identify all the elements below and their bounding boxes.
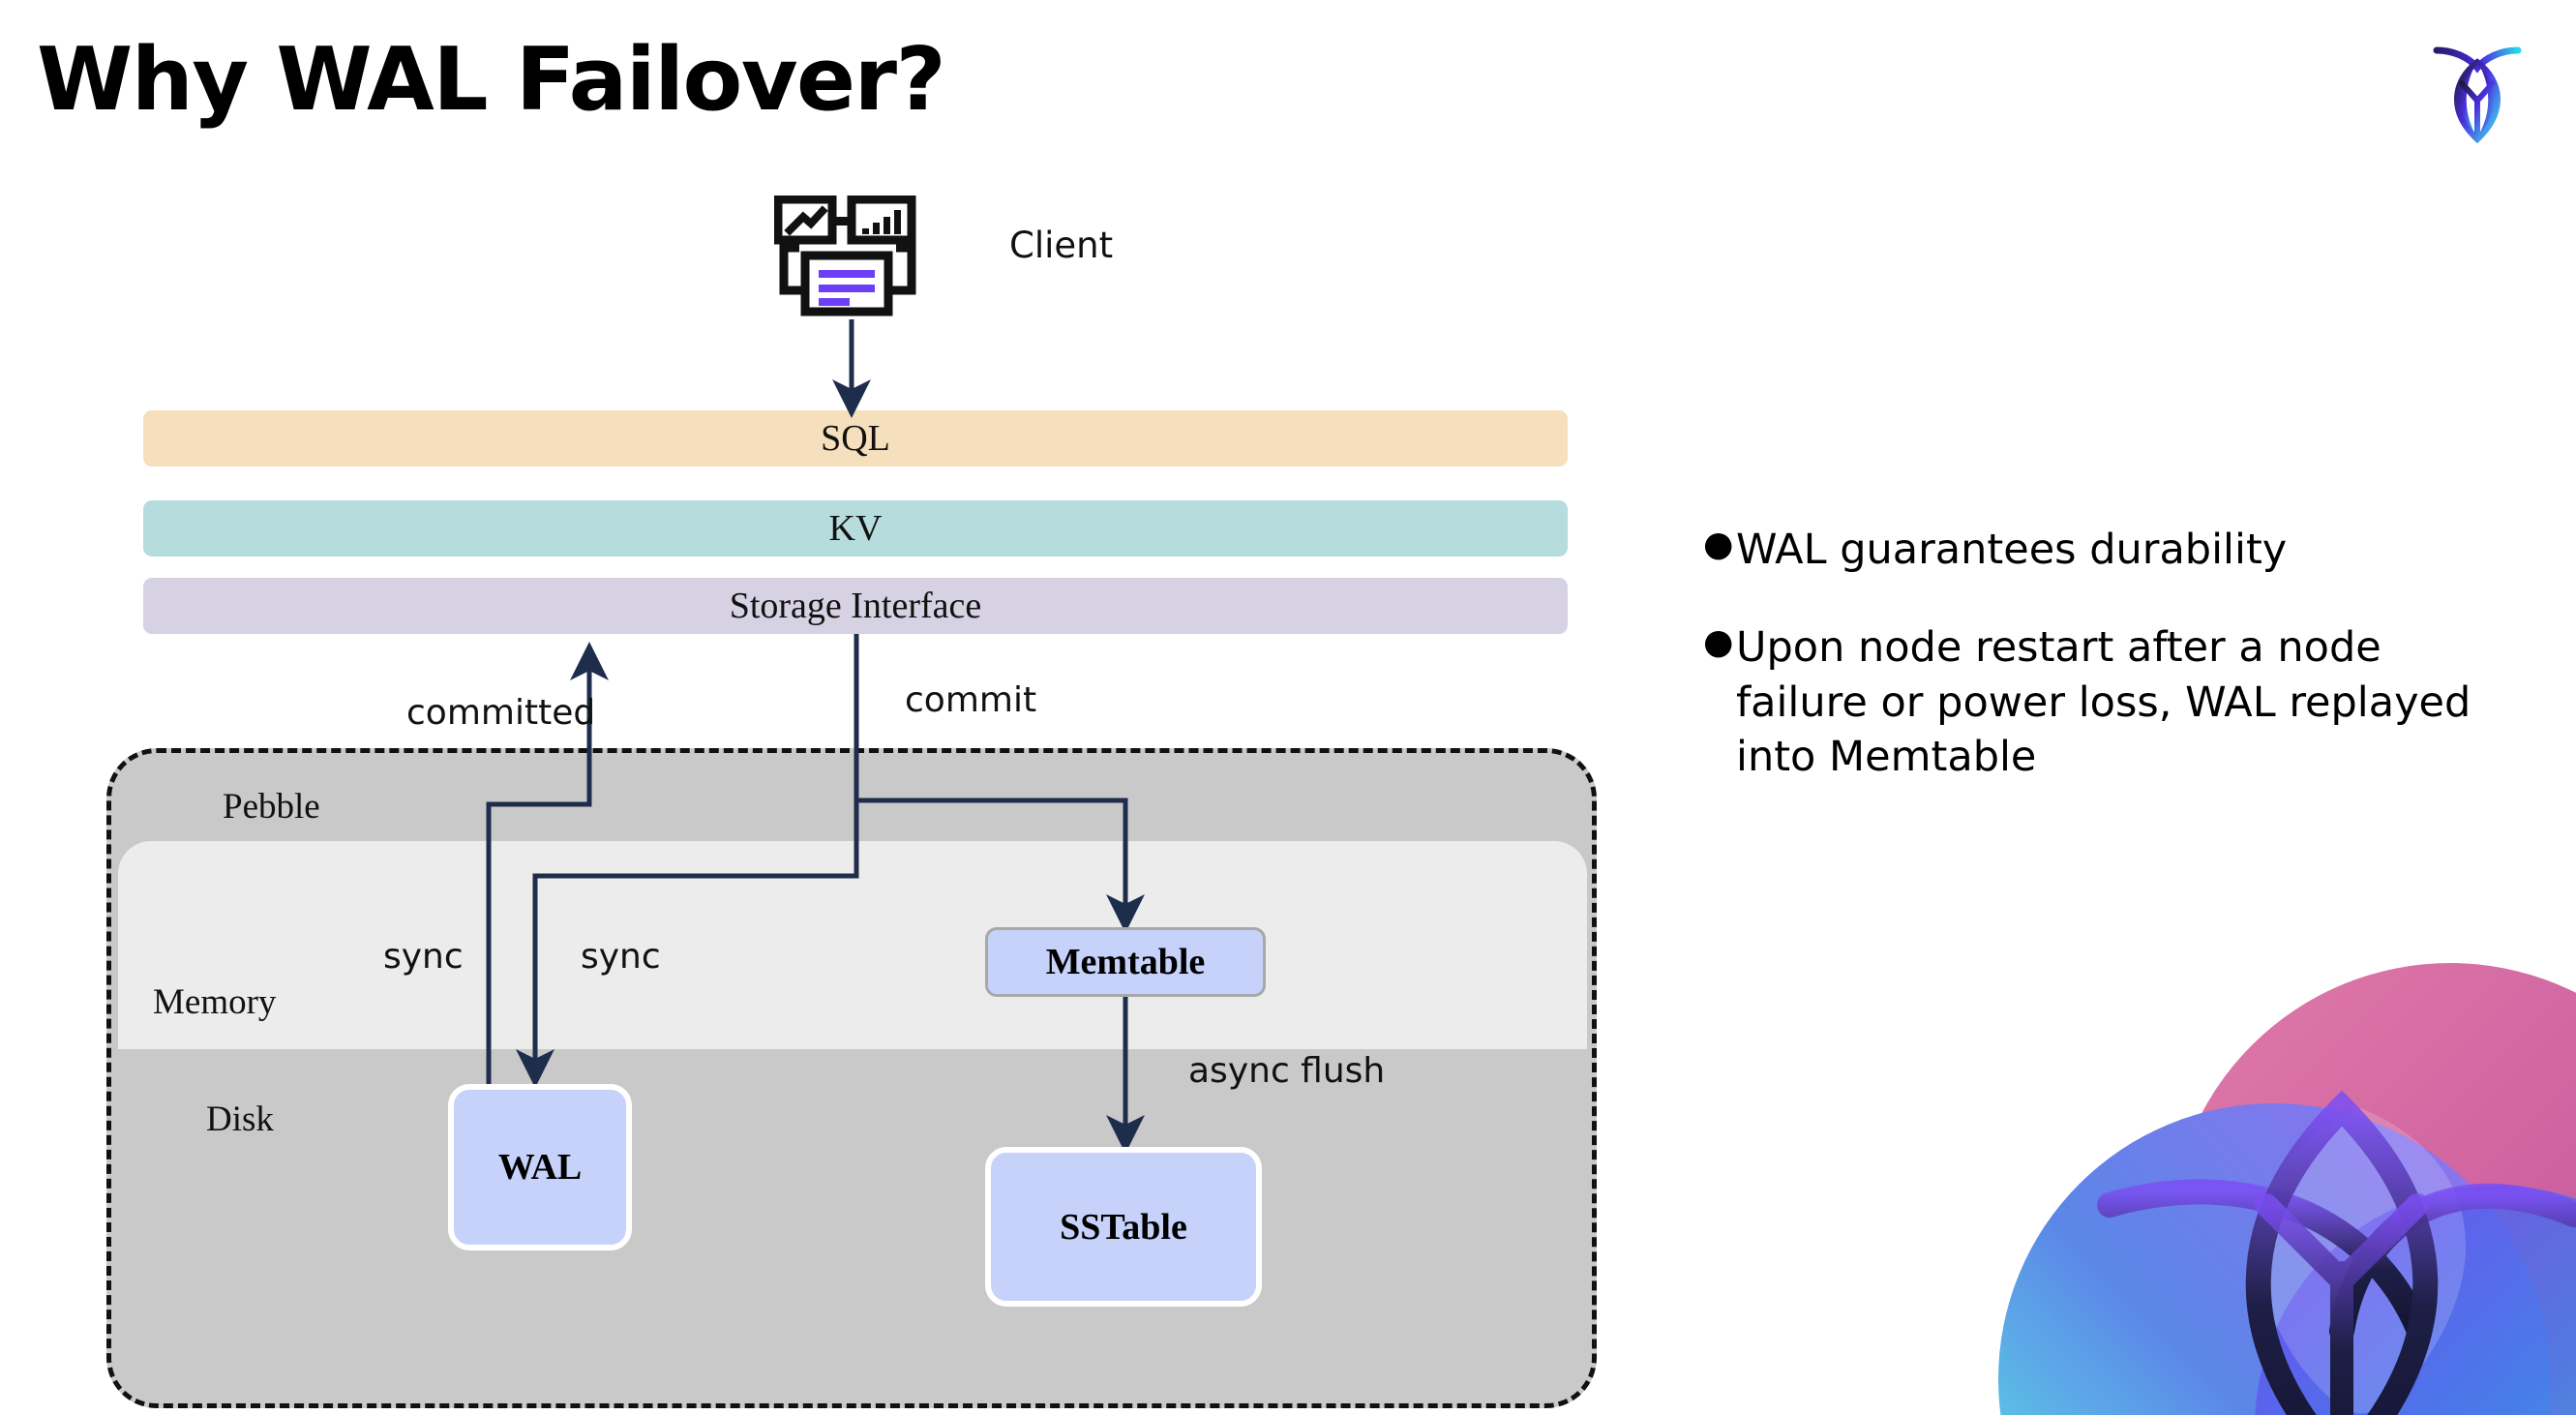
node-label-sstable: SSTable [1060, 1206, 1187, 1248]
layer-bar-kv: KV [143, 500, 1568, 557]
bullet-list: ● WAL guarantees durability ● Upon node … [1703, 523, 2506, 828]
decorative-logo-graphic [1955, 924, 2576, 1415]
list-item: ● WAL guarantees durability [1703, 523, 2506, 578]
edge-label-sync-left: sync [383, 937, 464, 977]
edge-label-committed: committed [406, 693, 596, 733]
layer-label-sql: SQL [821, 418, 890, 459]
bullet-marker: ● [1703, 525, 1734, 564]
edge-label-async-flush: async flush [1188, 1051, 1386, 1091]
client-dashboard-icon [773, 195, 929, 321]
edge-label-sync-right: sync [581, 937, 661, 977]
bullet-text: Upon node restart after a node failure o… [1736, 622, 2471, 782]
layer-bar-storage-interface: Storage Interface [143, 578, 1568, 634]
pebble-label: Pebble [223, 787, 320, 827]
memory-label: Memory [153, 982, 277, 1022]
edge-label-commit: commit [905, 680, 1037, 720]
node-wal: WAL [448, 1084, 632, 1250]
disk-label: Disk [206, 1099, 274, 1139]
page-title: Why WAL Failover? [37, 29, 946, 131]
cockroachdb-logo-icon [2425, 37, 2530, 153]
bullet-marker: ● [1703, 621, 1734, 662]
layer-label-storage-interface: Storage Interface [729, 586, 982, 626]
node-sstable: SSTable [985, 1147, 1262, 1307]
bullet-text: WAL guarantees durability [1736, 526, 2288, 574]
node-label-memtable: Memtable [1045, 942, 1206, 982]
memory-region [118, 841, 1587, 1049]
node-label-wal: WAL [497, 1147, 583, 1188]
list-item: ● Upon node restart after a node failure… [1703, 620, 2506, 785]
layer-label-kv: KV [828, 508, 883, 549]
node-memtable: Memtable [985, 927, 1266, 997]
layer-bar-sql: SQL [143, 410, 1568, 467]
client-label: Client [1009, 225, 1114, 266]
